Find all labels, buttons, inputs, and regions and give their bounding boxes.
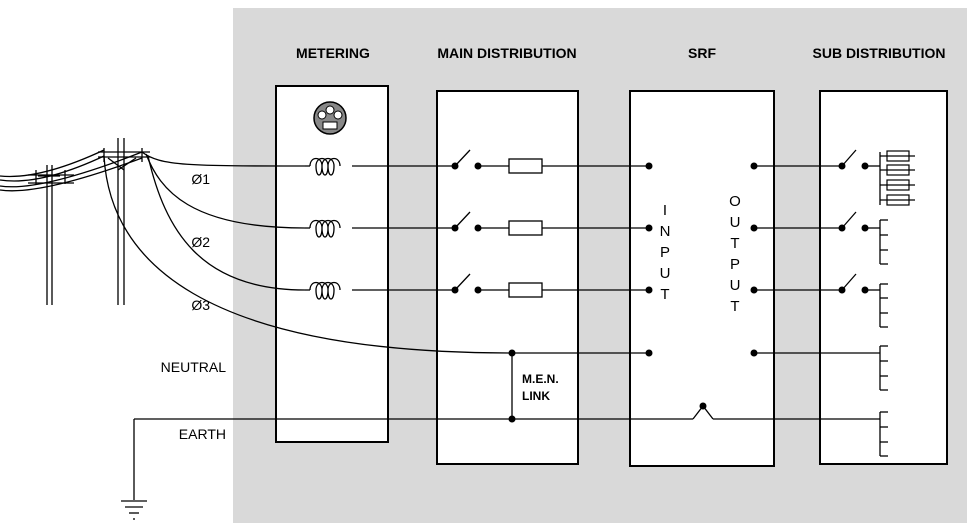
srf-input-letter: T — [660, 286, 669, 303]
metering-box — [275, 85, 389, 443]
men-link-label-line2: LINK — [522, 389, 550, 403]
main-distribution-box — [436, 90, 579, 465]
meter-dial-icon — [313, 101, 347, 135]
fuse-icon — [879, 150, 915, 206]
srf-output-letter: O — [729, 193, 741, 210]
header-sub-distribution: SUB DISTRIBUTION — [813, 45, 946, 61]
header-metering: METERING — [296, 45, 370, 61]
coil-icon — [305, 157, 455, 300]
srf-input-letter: P — [660, 244, 670, 261]
label-phase1: Ø1 — [191, 171, 210, 187]
srf-input-letter: U — [660, 265, 671, 282]
label-phase2: Ø2 — [191, 234, 210, 250]
srf-output-letter: T — [730, 298, 739, 315]
busbar-phase2 — [879, 219, 888, 265]
busbar-earth — [879, 411, 888, 457]
power-pole-icon — [0, 138, 150, 305]
fuse-icon — [508, 158, 543, 298]
srf-output-letter: U — [730, 277, 741, 294]
srf-output-letter: T — [730, 235, 739, 252]
srf-input-letter: I — [663, 202, 667, 219]
srf-input-letter: N — [660, 223, 671, 240]
label-earth: EARTH — [179, 426, 226, 442]
switch-icon — [838, 149, 869, 294]
header-main-distribution: MAIN DISTRIBUTION — [437, 45, 576, 61]
switch-icon — [451, 149, 482, 294]
sub-distribution-box — [819, 90, 948, 465]
busbar-phase3 — [879, 283, 888, 328]
crossover-icon — [692, 402, 714, 420]
srf-output-letter: P — [730, 256, 740, 273]
label-neutral: NEUTRAL — [161, 359, 227, 375]
ground-icon — [121, 500, 147, 520]
men-link-label-line1: M.E.N. — [522, 372, 559, 386]
label-phase3: Ø3 — [191, 297, 210, 313]
srf-output-letter: U — [730, 214, 741, 231]
srf-box — [629, 90, 775, 467]
busbar-neutral — [879, 345, 888, 391]
header-srf: SRF — [688, 45, 716, 61]
